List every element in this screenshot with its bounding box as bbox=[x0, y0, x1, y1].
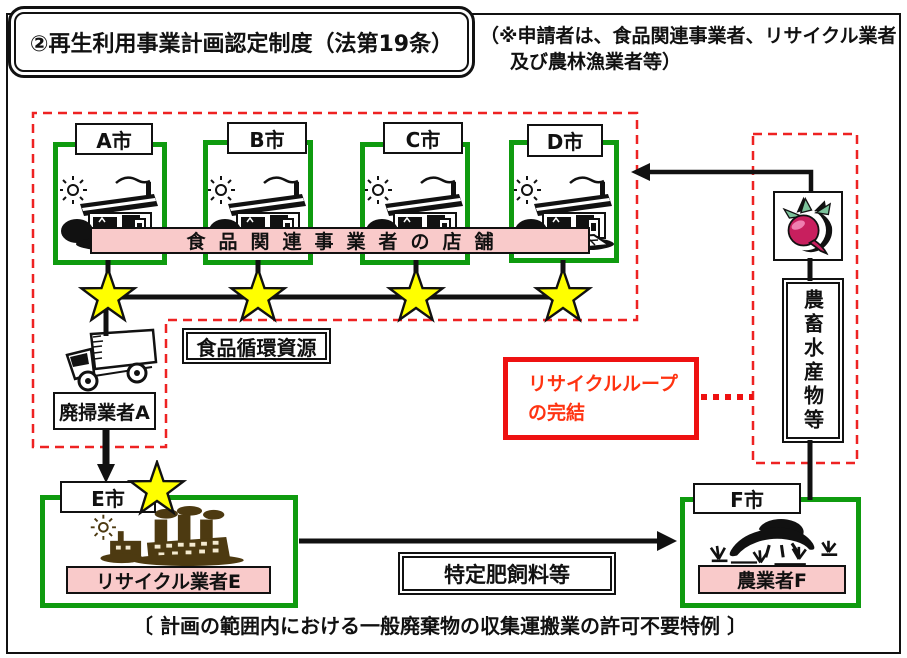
truck-icon bbox=[56, 328, 162, 396]
vegetable-box bbox=[773, 191, 843, 261]
sun-icon bbox=[90, 514, 116, 540]
city-label-f: F市 bbox=[693, 483, 801, 514]
city-label-e: E市 bbox=[60, 481, 156, 513]
waste-collector-box: 廃掃業者A bbox=[53, 392, 156, 430]
food-resource-label: 食品循環資源 bbox=[186, 332, 327, 360]
footer-note: 〔 計画の範囲内における一般廃棄物の収集運搬業の許可不要特例 〕 bbox=[133, 614, 747, 638]
farmer-label: 農業者F bbox=[698, 565, 846, 594]
city-label-b: B市 bbox=[227, 122, 307, 154]
food-business-banner: 食品関連事業者の店舗 bbox=[90, 227, 590, 254]
farmer-icon bbox=[692, 512, 850, 566]
page-title: ②再生利用事業計画認定制度（法第19条） bbox=[29, 32, 454, 57]
feed-box: 特定肥飼料等 bbox=[398, 552, 616, 595]
applicant-note-line1: （※申請者は、食品関連事業者、リサイクル業者 bbox=[480, 25, 897, 47]
recycle-loop-line2: の完結 bbox=[528, 401, 586, 424]
recycler-label: リサイクル業者E bbox=[66, 566, 271, 594]
recycle-loop-line1: リサイクルループ bbox=[528, 373, 678, 395]
recycle-loop-box: リサイクルループ の完結 bbox=[503, 357, 699, 440]
city-label-a: A市 bbox=[75, 123, 153, 155]
city-label-c: C市 bbox=[383, 122, 463, 154]
feed-label: 特定肥飼料等 bbox=[402, 556, 612, 591]
city-label-d: D市 bbox=[527, 124, 603, 157]
applicant-note: （※申請者は、食品関連事業者、リサイクル業者 及び農林漁業者等） bbox=[480, 24, 905, 75]
title-box: ②再生利用事業計画認定制度（法第19条） bbox=[8, 6, 475, 78]
title-box-inner: ②再生利用事業計画認定制度（法第19条） bbox=[14, 12, 469, 72]
agri-products-label: 農畜水産物等 bbox=[800, 288, 825, 433]
factory-icon bbox=[88, 506, 260, 566]
food-resource-box: 食品循環資源 bbox=[182, 328, 331, 364]
beet-icon bbox=[782, 196, 833, 256]
applicant-note-line2: 及び農林漁業者等） bbox=[510, 50, 682, 73]
agri-products-box: 農畜水産物等 bbox=[782, 278, 844, 443]
